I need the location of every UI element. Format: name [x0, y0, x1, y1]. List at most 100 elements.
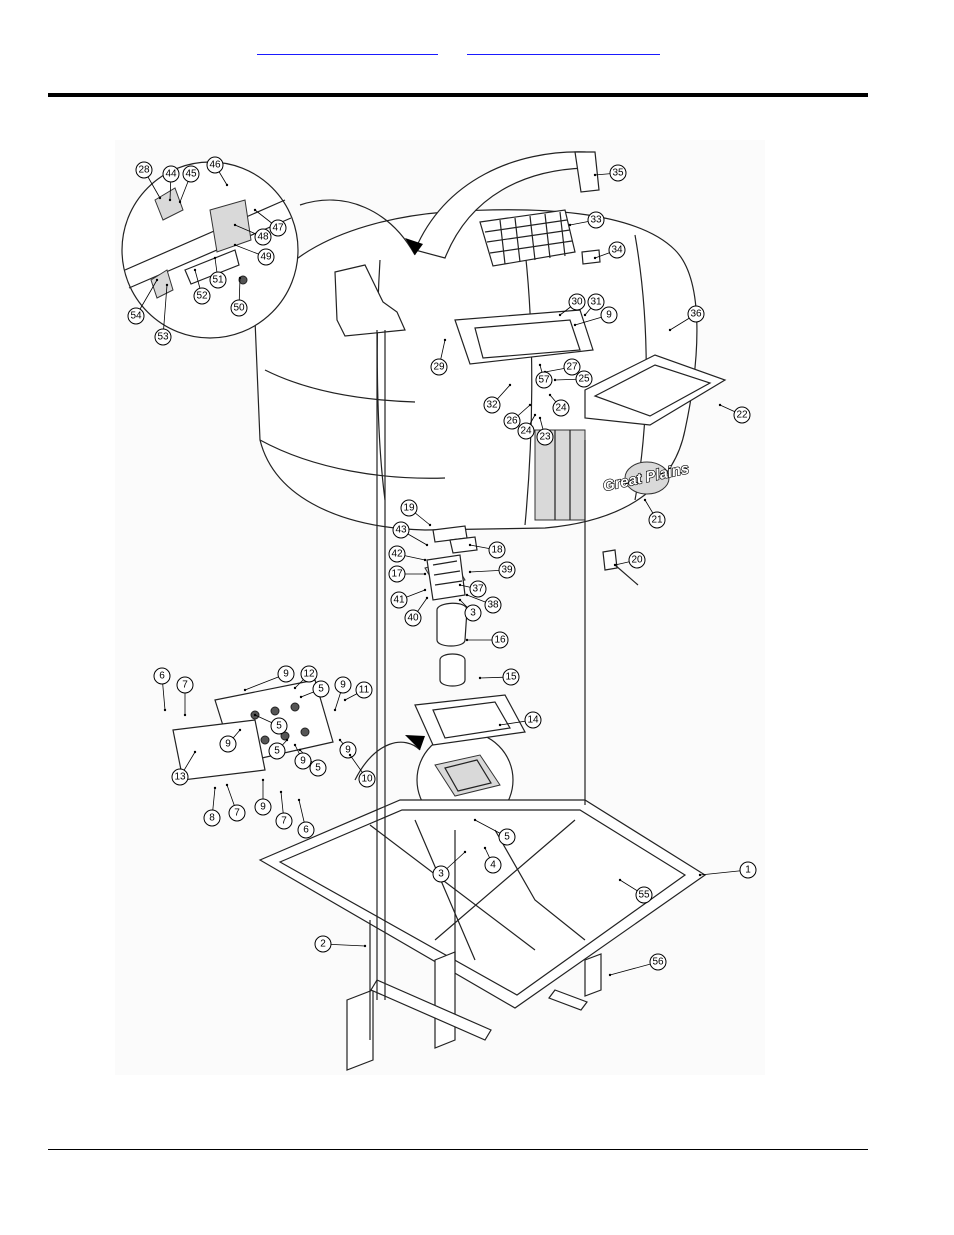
- callout-number: 36: [690, 309, 702, 320]
- callout-number: 57: [538, 375, 550, 386]
- callout-number: 13: [174, 772, 186, 783]
- callout-8: 8: [203, 786, 221, 827]
- hopper-tank: Great Plains: [254, 151, 727, 531]
- callout-number: 10: [361, 774, 373, 785]
- callout-5: 5: [473, 818, 516, 846]
- callout-number: 46: [209, 160, 221, 171]
- callout-15: 15: [478, 668, 520, 686]
- callout-5: 5: [253, 713, 288, 735]
- callout-25: 25: [553, 370, 593, 388]
- callout-number: 7: [281, 816, 287, 827]
- callout-1: 1: [698, 861, 757, 879]
- callout-number: 49: [260, 252, 272, 263]
- callout-40: 40: [404, 596, 429, 627]
- callout-number: 7: [182, 680, 188, 691]
- callout-5: 5: [268, 738, 289, 760]
- callout-number: 6: [303, 825, 309, 836]
- callout-48: 48: [233, 223, 272, 246]
- callout-21: 21: [643, 498, 666, 529]
- callout-number: 31: [590, 297, 602, 308]
- callout-13: 13: [171, 750, 197, 786]
- callout-17: 17: [388, 565, 427, 583]
- callout-number: 9: [606, 310, 612, 321]
- callout-30: 30: [558, 293, 586, 317]
- callout-23: 23: [536, 416, 554, 446]
- callout-number: 6: [159, 671, 165, 682]
- callout-number: 9: [300, 756, 306, 767]
- callout-number: 9: [345, 745, 351, 756]
- callout-number: 51: [212, 275, 224, 286]
- callout-number: 37: [472, 584, 484, 595]
- callout-56: 56: [608, 953, 667, 977]
- callout-3: 3: [458, 598, 482, 622]
- callout-12: 12: [293, 665, 318, 690]
- pin-item: [602, 549, 639, 586]
- callout-number: 5: [315, 763, 321, 774]
- callout-number: 44: [165, 169, 177, 180]
- callout-24: 24: [517, 413, 537, 440]
- callout-9: 9: [573, 306, 618, 327]
- callout-number: 7: [234, 808, 240, 819]
- callout-37: 37: [458, 580, 487, 598]
- callout-number: 5: [318, 684, 324, 695]
- callout-number: 25: [578, 374, 590, 385]
- callout-number: 45: [185, 169, 197, 180]
- callout-number: 12: [303, 669, 315, 680]
- callout-3: 3: [432, 850, 467, 883]
- callout-51: 51: [209, 256, 227, 289]
- callout-38: 38: [465, 593, 502, 614]
- callout-35: 35: [593, 164, 627, 182]
- callout-number: 24: [555, 403, 567, 414]
- callout-31: 31: [583, 293, 605, 317]
- callout-9: 9: [243, 665, 295, 692]
- callout-number: 54: [130, 311, 142, 322]
- callout-number: 34: [611, 245, 623, 256]
- callout-45: 45: [178, 165, 200, 204]
- callout-16: 16: [465, 631, 509, 649]
- callout-number: 26: [506, 416, 518, 427]
- callout-57: 57: [535, 363, 553, 389]
- callout-number: 5: [504, 832, 510, 843]
- callout-6: 6: [297, 798, 315, 839]
- callout-number: 9: [260, 802, 266, 813]
- callout-52: 52: [193, 268, 211, 305]
- header-link-right[interactable]: [467, 38, 660, 55]
- callout-number: 18: [491, 545, 503, 556]
- callout-14: 14: [498, 711, 542, 729]
- callout-number: 24: [520, 426, 532, 437]
- callout-labels: 1233455555667778999999910111213141516171…: [127, 156, 757, 977]
- callout-number: 19: [403, 503, 415, 514]
- callout-9: 9: [333, 676, 352, 712]
- callout-9: 9: [293, 743, 312, 770]
- callout-number: 29: [433, 362, 445, 373]
- callout-number: 43: [395, 525, 407, 536]
- callout-26: 26: [503, 403, 532, 430]
- callout-2: 2: [314, 935, 367, 953]
- callout-number: 30: [571, 297, 583, 308]
- callout-24: 24: [548, 393, 570, 417]
- header-link-left[interactable]: [257, 38, 438, 55]
- callout-29: 29: [430, 338, 448, 376]
- callout-53: 53: [154, 283, 172, 346]
- callout-number: 33: [590, 215, 602, 226]
- callout-number: 42: [391, 549, 403, 560]
- callout-number: 40: [407, 613, 419, 624]
- callout-22: 22: [718, 403, 751, 424]
- parts-diagram: Great Plains: [115, 140, 765, 1075]
- hopper-drop: [414, 525, 526, 746]
- callout-20: 20: [613, 551, 646, 569]
- callout-number: 20: [631, 555, 643, 566]
- callout-32: 32: [483, 383, 512, 414]
- callout-7: 7: [176, 676, 194, 717]
- callout-number: 11: [359, 685, 370, 696]
- callout-number: 8: [209, 813, 215, 824]
- callout-number: 53: [157, 332, 169, 343]
- callout-number: 14: [527, 715, 539, 726]
- callout-number: 32: [486, 400, 498, 411]
- callout-number: 4: [490, 860, 496, 871]
- callout-5: 5: [299, 680, 330, 699]
- callout-47: 47: [253, 208, 287, 237]
- callout-34: 34: [593, 241, 626, 260]
- callout-number: 5: [276, 721, 282, 732]
- callout-33: 33: [568, 211, 605, 229]
